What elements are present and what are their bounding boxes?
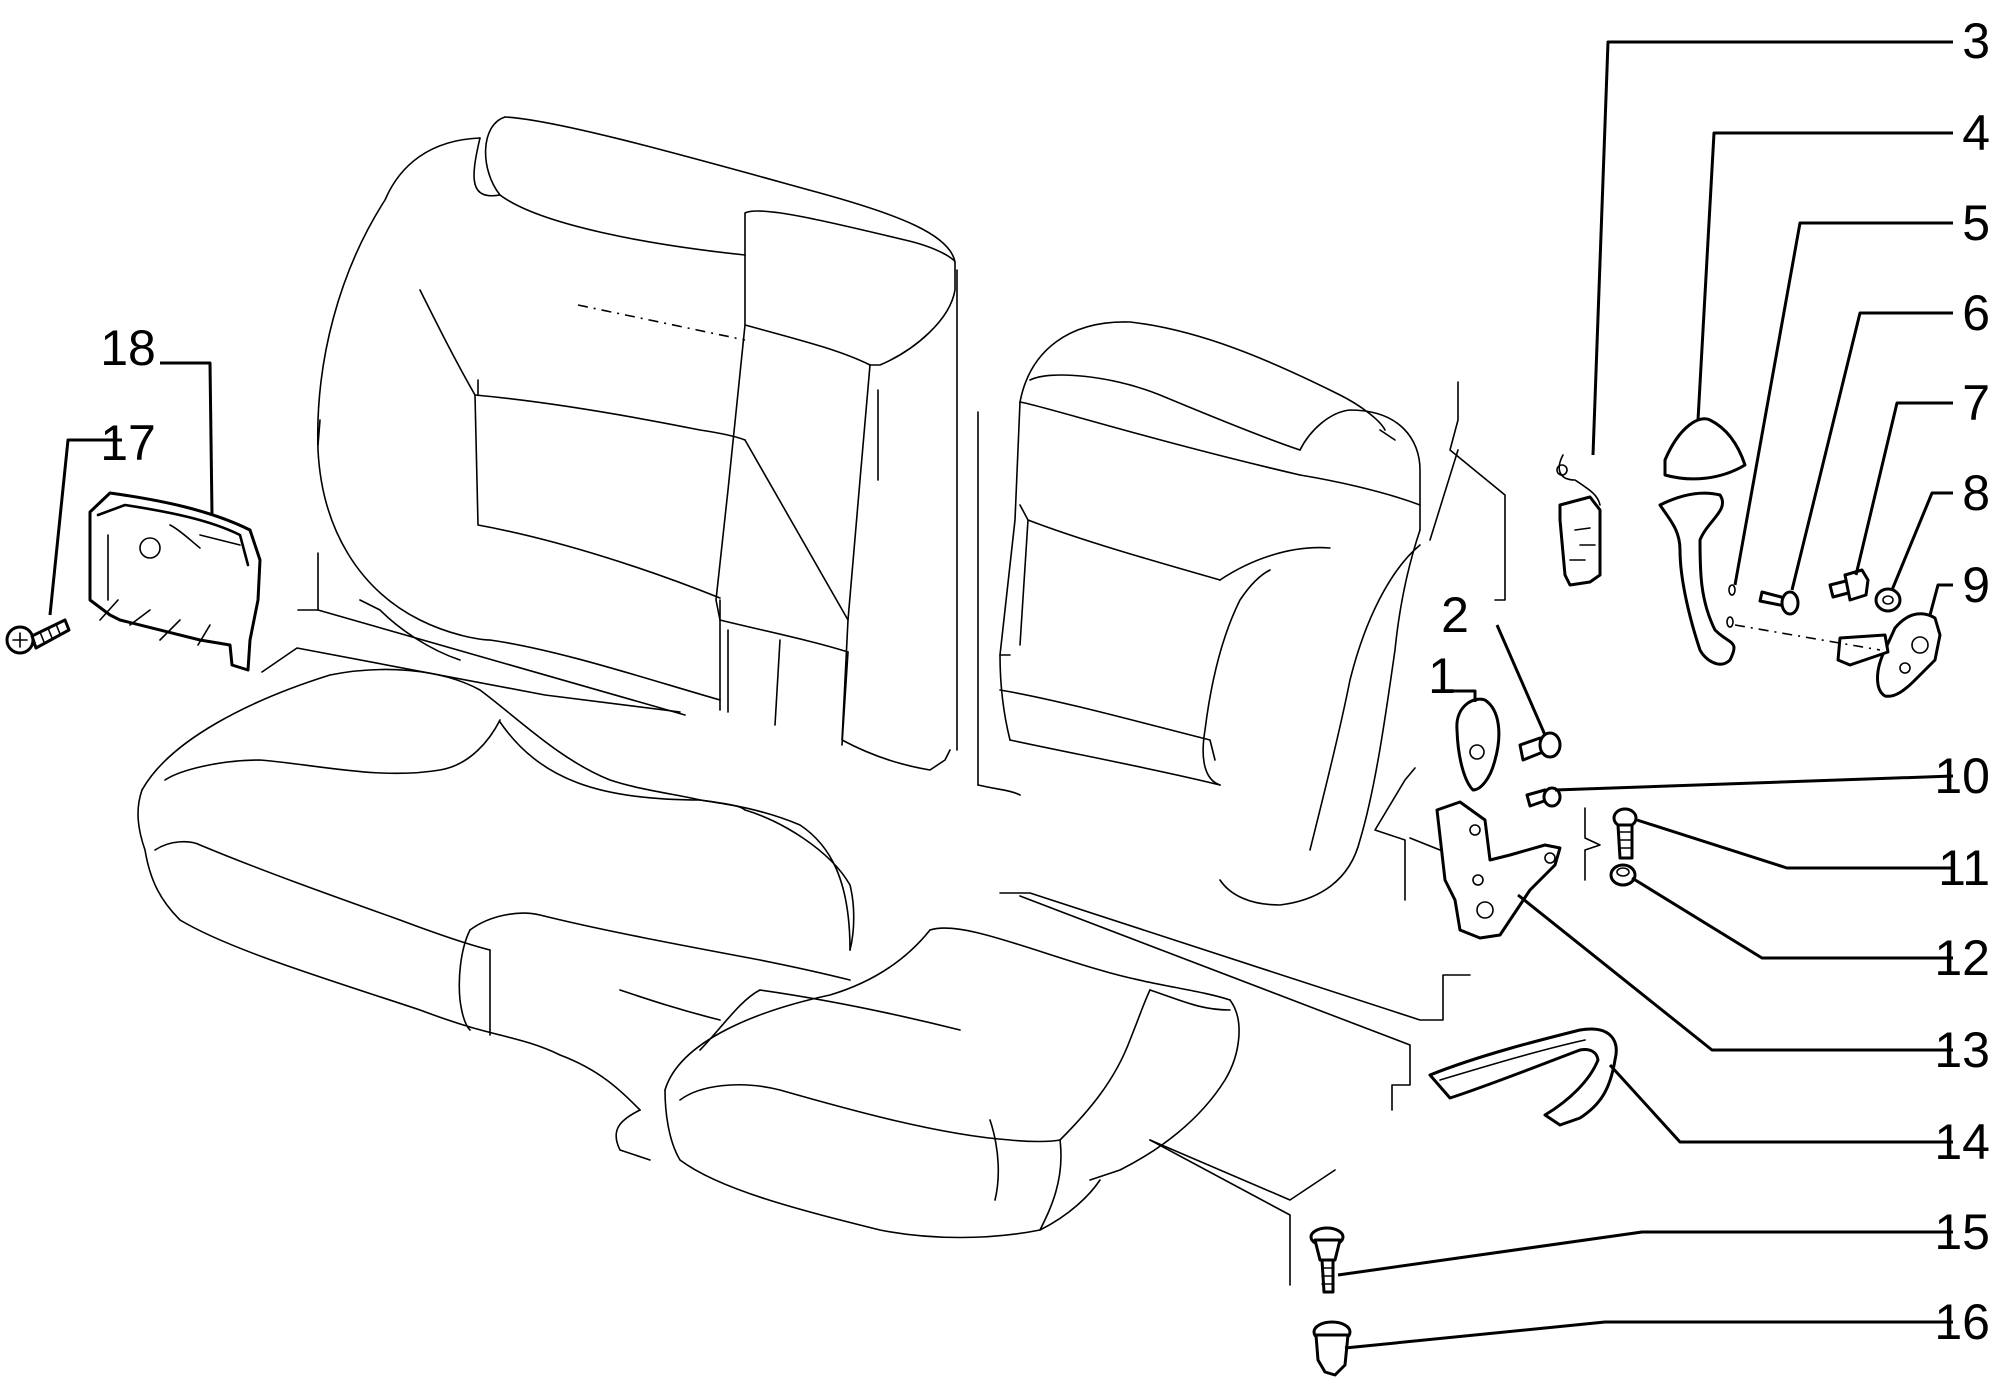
callout-7: 7 (1962, 375, 1990, 431)
left-seat-cushion[interactable] (137, 599, 855, 1161)
leader-9 (1928, 583, 1953, 616)
callout-18: 18 (100, 320, 156, 376)
knob-part-4[interactable] (1663, 417, 1747, 481)
latch-part-3[interactable] (1556, 454, 1602, 587)
callout-8: 8 (1962, 465, 1990, 521)
bolt-part-11[interactable] (1612, 807, 1638, 860)
leader-13 (1517, 893, 1953, 1052)
callout-14: 14 (1934, 1114, 1990, 1170)
leader-4 (1696, 131, 1953, 421)
leader-8 (1890, 491, 1953, 591)
leader-lines (48, 40, 1954, 1350)
right-seat-backrest[interactable] (977, 321, 1421, 906)
screw-part-10[interactable] (1525, 786, 1562, 808)
leader-11 (1636, 818, 1953, 870)
callout-4: 4 (1962, 105, 1990, 161)
callout-16: 16 (1934, 1294, 1990, 1350)
callout-9: 9 (1962, 557, 1990, 613)
clip-part-16[interactable] (1312, 1320, 1352, 1377)
bolt-part-6[interactable] (1758, 590, 1800, 616)
leader-14 (1608, 1063, 1953, 1144)
callout-2: 2 (1441, 587, 1469, 643)
leader-2 (1495, 624, 1547, 736)
washer-part-12[interactable] (1609, 863, 1637, 887)
callout-labels: 3 4 5 6 7 8 9 10 11 12 13 14 15 16 1 2 1… (100, 13, 1990, 1350)
callout-10: 10 (1934, 748, 1990, 804)
right-seat-cushion[interactable] (664, 927, 1240, 1239)
trim-panel-part-18[interactable] (88, 491, 262, 672)
leader-16 (1344, 1320, 1953, 1350)
callout-11: 11 (1938, 840, 1990, 896)
assembly-guide-lines (261, 381, 1601, 1286)
leader-6 (1790, 311, 1953, 591)
leader-5 (1733, 221, 1953, 586)
leader-12 (1631, 876, 1953, 960)
callout-15: 15 (1934, 1204, 1990, 1260)
leader-3 (1591, 40, 1953, 456)
strap-part-14[interactable] (1428, 1027, 1618, 1127)
callout-5: 5 (1962, 195, 1990, 251)
nut-part-8[interactable] (1874, 587, 1902, 613)
bolt-part-7[interactable] (1828, 568, 1870, 602)
cover-part-5[interactable] (1658, 491, 1736, 666)
bracket-part-13[interactable] (1435, 800, 1562, 940)
callout-6: 6 (1962, 285, 1990, 341)
loop-part-1[interactable] (1455, 697, 1501, 792)
callout-3: 3 (1962, 13, 1990, 69)
leader-1 (1432, 689, 1477, 702)
leader-17 (48, 438, 122, 616)
callout-1: 1 (1428, 648, 1456, 704)
callout-12: 12 (1934, 930, 1990, 986)
leader-7 (1854, 401, 1953, 576)
leader-18 (160, 361, 214, 516)
push-pin-part-15[interactable] (1309, 1226, 1345, 1294)
left-seat-backrest[interactable] (316, 116, 958, 771)
callout-13: 13 (1934, 1022, 1990, 1078)
leader-10 (1554, 774, 1954, 792)
bolt-part-2[interactable] (1518, 731, 1562, 762)
leader-15 (1337, 1230, 1953, 1277)
screw-part-17[interactable] (5, 618, 71, 655)
callout-17: 17 (100, 415, 156, 471)
hinge-plate-part-9[interactable] (1734, 612, 1942, 698)
